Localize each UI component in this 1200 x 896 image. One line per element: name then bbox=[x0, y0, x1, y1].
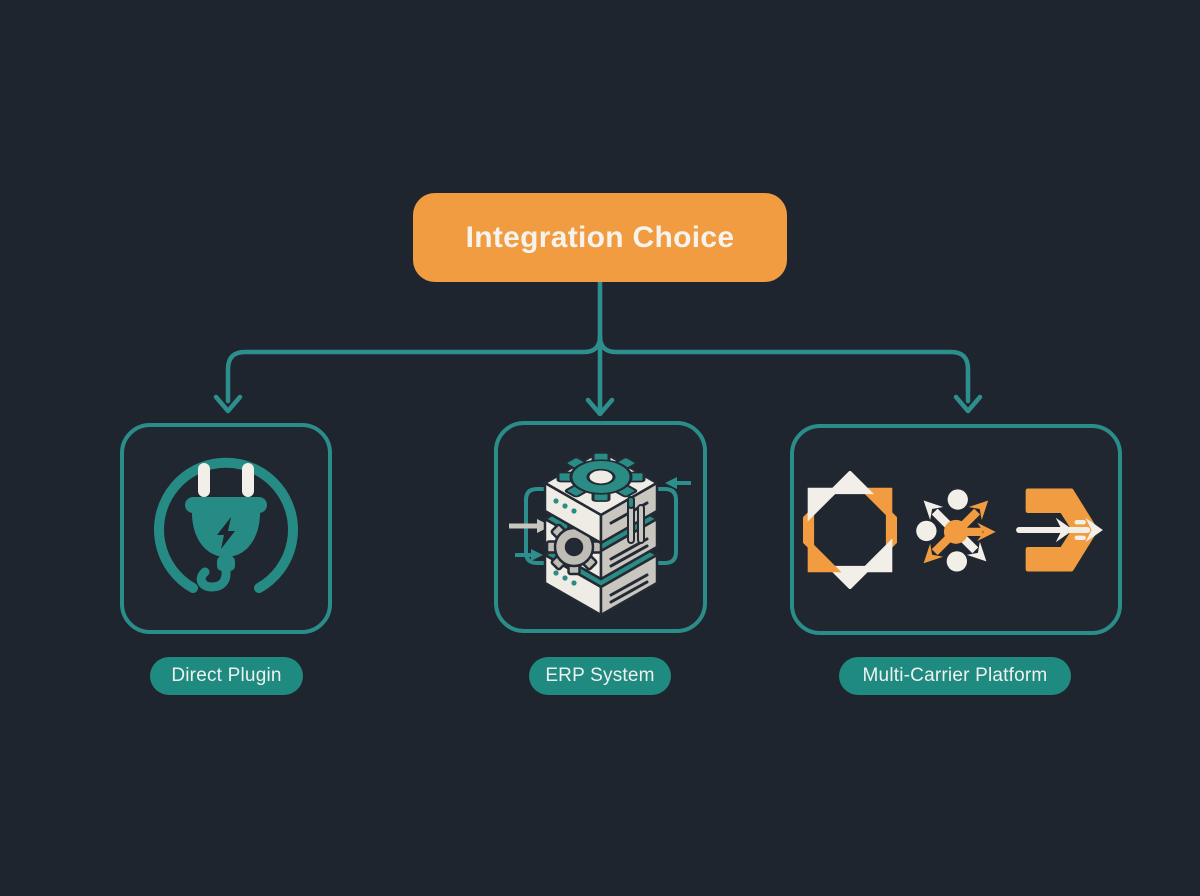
label-pill-erp-system: ERP System bbox=[529, 657, 671, 695]
connector-right-branch bbox=[597, 333, 971, 404]
label-pill-direct-plugin: Direct Plugin bbox=[150, 657, 303, 695]
power-plug-icon bbox=[154, 457, 298, 593]
arrow-down-icon bbox=[213, 394, 243, 414]
arrow-down-icon bbox=[953, 394, 983, 414]
cycle-bracket-right bbox=[654, 487, 678, 565]
pill-label: ERP System bbox=[545, 665, 655, 686]
connector-left-branch bbox=[225, 333, 603, 404]
aperture-carrier-logo-icon bbox=[803, 470, 897, 589]
gear-icon bbox=[556, 452, 645, 502]
routing-arrows-carrier-logo-icon bbox=[916, 488, 996, 572]
option-card-erp-system bbox=[494, 421, 707, 633]
label-pill-multi-carrier-platform: Multi-Carrier Platform bbox=[839, 657, 1071, 695]
cable-pins-icon bbox=[626, 496, 645, 544]
gear-icon bbox=[545, 518, 602, 576]
arrow-down-icon bbox=[585, 397, 615, 417]
root-node-label: Integration Choice bbox=[465, 220, 735, 254]
pill-label: Multi-Carrier Platform bbox=[862, 665, 1048, 686]
option-card-multi-carrier-platform bbox=[790, 424, 1122, 635]
root-node-integration-choice: Integration Choice bbox=[413, 193, 787, 282]
option-card-direct-plugin bbox=[120, 423, 332, 634]
wing-double-arrow-carrier-logo-icon bbox=[1016, 488, 1103, 571]
pill-label: Direct Plugin bbox=[171, 665, 282, 686]
server-stack-gear-icon bbox=[508, 449, 691, 617]
